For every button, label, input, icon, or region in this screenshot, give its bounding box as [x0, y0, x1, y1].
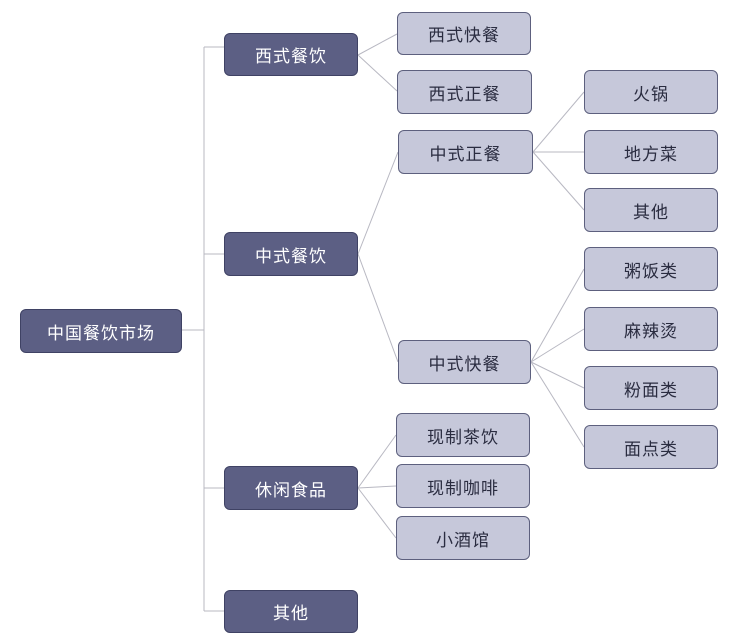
connector-leisure-bistro	[357, 487, 397, 539]
node-western-fast-food: 西式快餐	[397, 12, 531, 55]
node-formal-other: 其他	[584, 188, 718, 232]
connector-fast-malatang	[530, 328, 585, 363]
connector-fast-pastry	[530, 361, 585, 448]
node-chinese-formal: 中式正餐	[398, 130, 533, 174]
connector-fast-porridge	[530, 268, 585, 363]
connector-western-formal	[357, 54, 398, 92]
node-regional-cuisine: 地方菜	[584, 130, 718, 174]
node-noodles: 粉面类	[584, 366, 718, 410]
node-western-formal: 西式正餐	[397, 70, 532, 114]
connector-formal-other	[532, 151, 585, 211]
node-western: 西式餐饮	[224, 33, 358, 76]
node-root: 中国餐饮市场	[20, 309, 182, 353]
connector-chinese-fast	[357, 253, 399, 363]
node-fresh-tea: 现制茶饮	[396, 413, 530, 457]
connector-chinese-formal	[357, 151, 399, 255]
connector-western-fast	[357, 33, 398, 56]
connector-leisure-tea	[357, 434, 397, 489]
node-porridge-rice: 粥饭类	[584, 247, 718, 291]
connector-leisure-coffee	[357, 485, 397, 489]
node-bistro: 小酒馆	[396, 516, 530, 560]
node-malatang: 麻辣烫	[584, 307, 718, 351]
connector-fast-noodles	[530, 361, 585, 389]
node-hotpot: 火锅	[584, 70, 718, 114]
node-pastry: 面点类	[584, 425, 718, 469]
node-leisure: 休闲食品	[224, 466, 358, 510]
node-chinese-fast: 中式快餐	[398, 340, 531, 384]
node-fresh-coffee: 现制咖啡	[396, 464, 530, 508]
connector-formal-hotpot	[532, 91, 585, 153]
node-other: 其他	[224, 590, 358, 633]
node-chinese: 中式餐饮	[224, 232, 358, 276]
